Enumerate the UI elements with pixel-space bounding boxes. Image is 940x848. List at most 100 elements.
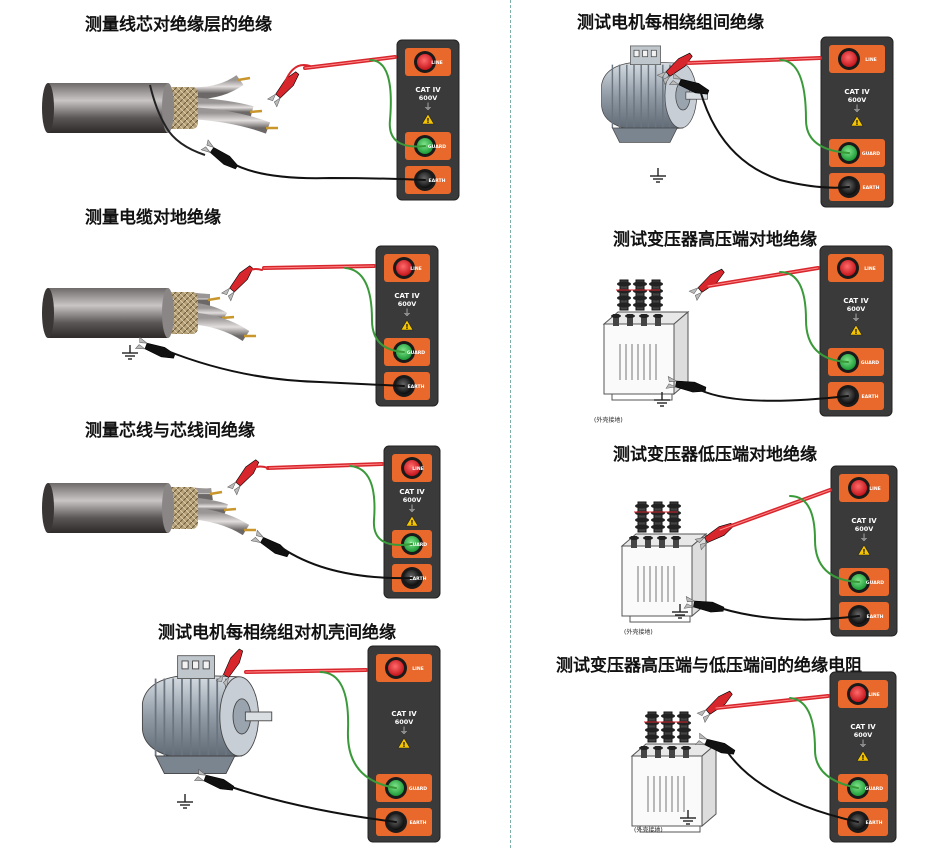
warning-icon-mark: ! xyxy=(855,119,858,127)
red-clip-p2-body xyxy=(229,265,254,293)
transformer-tank xyxy=(621,545,693,617)
bushing-shed xyxy=(651,503,665,509)
title-core-to-core: 测量芯线与芯线间绝缘 xyxy=(85,421,255,441)
black-clip-p5-jaw xyxy=(673,72,682,80)
red-clip-p3-jaw xyxy=(233,485,241,496)
red-clip-p2-jaw xyxy=(221,287,231,296)
warning-icon xyxy=(405,515,419,527)
lv-bushing xyxy=(673,536,679,548)
ground-symbol-icon: ⏚ xyxy=(859,533,868,544)
black-clip-p6-jaw xyxy=(667,376,678,383)
green-lead-p5 xyxy=(779,59,850,154)
ground-symbol-icon: ⏚ xyxy=(402,308,411,319)
lv-bushing xyxy=(631,536,637,548)
warning-icon xyxy=(397,737,411,749)
black-clip-p3-jaw xyxy=(256,529,265,538)
warning-icon xyxy=(400,319,414,331)
line-jack-label: LINE xyxy=(412,666,424,672)
warning-icon-mark: ! xyxy=(861,754,864,762)
lv-bushing xyxy=(659,536,665,548)
lv-bushing xyxy=(627,314,633,326)
red-clip-p6-jaw xyxy=(694,291,703,301)
warning-icon xyxy=(857,544,871,556)
line-jack-label: LINE xyxy=(412,466,424,472)
warning-icon-mark: ! xyxy=(426,117,429,125)
hv-bushing xyxy=(619,279,629,311)
voltage-rating-label: 600V xyxy=(398,300,417,308)
ground-symbol-p2 xyxy=(122,345,138,360)
title-motor-winding-to-winding: 测试电机每相绕组间绝缘 xyxy=(577,13,764,33)
line-jack-label: LINE xyxy=(431,60,443,66)
shell-ground-note-p6: (外壳接地) xyxy=(594,416,623,424)
ground-symbol-p7 xyxy=(672,604,688,619)
line-jack[interactable] xyxy=(851,480,867,496)
guard-jack-label: GUARD xyxy=(407,350,425,356)
red-lead-p3 xyxy=(241,465,269,481)
red-clip-p5 xyxy=(656,52,693,85)
line-jack[interactable] xyxy=(850,686,866,702)
bushing-shed xyxy=(649,302,663,308)
line-jack[interactable] xyxy=(388,660,404,676)
bushing-shed xyxy=(651,517,665,523)
shell-ground-note-p7: (外壳接地) xyxy=(624,628,653,636)
line-jack[interactable] xyxy=(396,260,412,276)
red-clip-p3-jaw xyxy=(227,481,237,490)
cat-rating-label: CAT IV xyxy=(844,88,870,96)
black-clip-p1-body xyxy=(209,147,239,170)
guard-jack-label: GUARD xyxy=(409,542,427,548)
hv-bushing xyxy=(651,279,661,311)
line-jack[interactable] xyxy=(841,51,857,67)
bushing-shed xyxy=(633,288,647,294)
red-clip-p6-body xyxy=(697,268,725,293)
terminal-post xyxy=(633,49,640,58)
bushing-shed xyxy=(667,510,681,516)
line-jack-label: LINE xyxy=(868,692,880,698)
line-jack[interactable] xyxy=(417,54,433,70)
line-jack[interactable] xyxy=(404,460,420,476)
cable-cut xyxy=(162,483,174,533)
guard-jack-label: GUARD xyxy=(409,786,427,792)
red-lead-p2 xyxy=(235,268,263,287)
bushing-shed xyxy=(617,295,631,301)
green-lead-p1 xyxy=(369,59,426,148)
cable-core xyxy=(187,107,271,134)
black-lead-p7 xyxy=(719,607,860,621)
ground-symbol-icon: ⏚ xyxy=(407,504,416,515)
black-clip-p4-jaw xyxy=(193,776,205,782)
red-probe-p1-highlight xyxy=(304,56,396,69)
copper-strand xyxy=(237,76,251,82)
green-lead-p8 xyxy=(789,697,859,789)
guard-jack-label: GUARD xyxy=(861,360,879,366)
warning-icon-mark: ! xyxy=(862,548,865,556)
red-clip-p8-jaw xyxy=(702,713,711,723)
earth-jack-label: EARTH xyxy=(407,384,424,390)
bushing-shed xyxy=(661,734,675,740)
black-clip-p3-body xyxy=(260,537,290,558)
red-clip-p1-jaw xyxy=(267,93,277,102)
cat-rating-label: CAT IV xyxy=(415,86,441,94)
center-divider xyxy=(510,0,511,848)
black-clip-p6-body xyxy=(675,380,707,393)
green-lead-p3 xyxy=(349,465,413,546)
earth-jack-label: EARTH xyxy=(409,576,426,582)
motor-p4 xyxy=(141,655,273,775)
black-clip-p2 xyxy=(134,336,176,359)
red-clip-p4-body xyxy=(223,648,244,678)
line-jack-label: LINE xyxy=(864,266,876,272)
red-probe-p5-highlight xyxy=(687,57,821,64)
red-probe-p7-highlight xyxy=(719,489,831,531)
red-clip-p1 xyxy=(267,71,300,108)
hv-bushing xyxy=(647,711,657,743)
bushing-shed xyxy=(677,713,691,719)
motor-foot xyxy=(611,127,678,143)
line-jack[interactable] xyxy=(840,260,856,276)
bushing-shed xyxy=(649,288,663,294)
transformer-side xyxy=(701,742,717,828)
red-clip-p6-jaw xyxy=(688,287,699,295)
bushing-shed xyxy=(671,536,681,540)
